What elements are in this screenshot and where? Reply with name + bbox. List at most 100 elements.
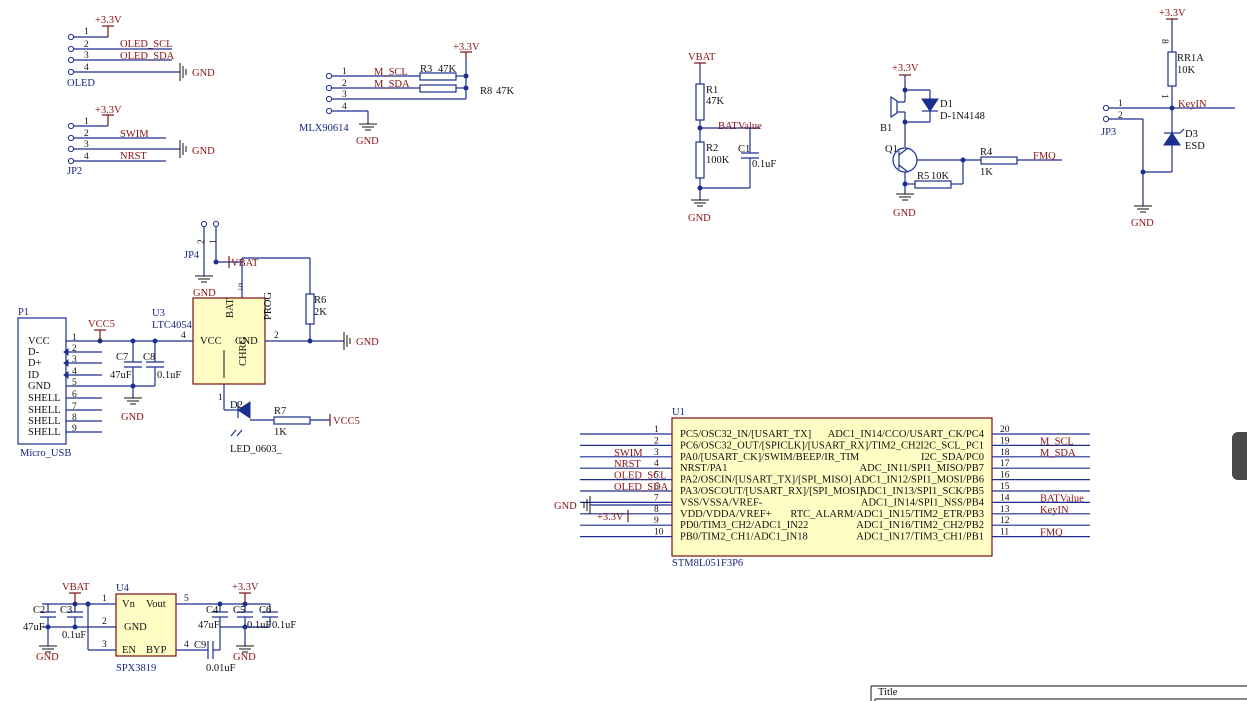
oled-pin-4: 4	[84, 63, 89, 73]
mcu-right-pin-number: 17	[1000, 459, 1010, 469]
u3-value: LTC4054	[152, 320, 193, 331]
mcu-left-pin-number: 4	[654, 459, 659, 469]
u3-pin-bat: BAT	[225, 298, 236, 318]
mcu-right-pin-name: RTC_ALARM/ADC1_IN15/TIM2_ETR/PB3	[790, 509, 984, 520]
key-power-net: +3.3V	[1159, 8, 1186, 19]
mcu-right-pin-number: 19	[1000, 436, 1010, 446]
c4-ref: C4	[206, 605, 219, 616]
jp2-connector: 1 2 3 4 +3.3V SWIM NRST GND JP2	[67, 105, 215, 177]
jp4-vbat-net: VBAT	[231, 258, 259, 269]
mcu-right-pin-number: 13	[1000, 505, 1010, 515]
mcu-left-pin-number: 6	[654, 482, 659, 492]
mcu-left-pin-number: 3	[654, 448, 659, 458]
p1-body	[17, 317, 67, 445]
buzzer-fmq-net: FMQ	[1033, 151, 1056, 162]
rr1a-resistor	[1167, 51, 1177, 87]
reg-gnd-left-net: GND	[36, 652, 59, 663]
p1-pin-number: 3	[72, 355, 77, 365]
jp3-pin-2: 2	[1118, 111, 1123, 121]
mcu-left-pin-name: PC6/OSC32_OUT/[SPICLK]/[USART_RX]/TIM2_C…	[680, 440, 921, 451]
mlx-pin-2: 2	[342, 79, 347, 89]
u3-chip	[192, 297, 266, 385]
c3-ref: C3	[60, 605, 72, 616]
p1-pin-number: 8	[72, 413, 77, 423]
jp2-ref: JP2	[67, 166, 82, 177]
d2-led	[237, 401, 251, 419]
r2-value: 100K	[706, 155, 730, 166]
mlx-ref: MLX90614	[299, 123, 349, 134]
mcu-left-pin-net: NRST	[614, 459, 641, 470]
buzzer-gnd-net: GND	[893, 208, 916, 219]
p1-pin-number: 4	[72, 367, 77, 377]
p1-pin-number: 1	[72, 333, 77, 343]
c2-value: 47uF	[23, 622, 45, 633]
d2-value: LED_0603_	[230, 444, 283, 455]
q1-ref: Q1	[885, 144, 898, 155]
jp3-pin-1: 1	[1118, 99, 1123, 109]
jp4-ref: JP4	[184, 250, 200, 261]
mcu-left-pin-name: PC5/OSC32_IN/[USART_TX]	[680, 429, 811, 440]
oled-pin-1: 1	[84, 27, 89, 37]
title-label: Title	[878, 687, 898, 698]
c5-value: 0.1uF	[247, 620, 271, 631]
u3-pin-vcc: VCC	[200, 336, 222, 347]
u3-pin-gnd-num: 2	[274, 331, 279, 341]
c9-ref: C9	[194, 640, 206, 651]
u3-pin-prog: PROG	[263, 292, 274, 320]
mcu-left-pin-name: VSS/VSSA/VREF-	[680, 497, 763, 508]
r6-resistor	[305, 293, 315, 325]
r1-resistor	[695, 83, 705, 121]
c9-value: 0.01uF	[206, 663, 236, 674]
p1-pin-number: 2	[72, 344, 77, 354]
mcu-left-pin-name: NRST/PA1	[680, 463, 727, 474]
r2-ref: R2	[706, 143, 718, 154]
jp4-pin-1: 1	[209, 239, 219, 244]
d3-diode	[1163, 132, 1181, 146]
u1-chip	[671, 417, 993, 557]
u4-ref: U4	[116, 583, 130, 594]
mcu-left-pin-number: 8	[654, 505, 659, 515]
u4-pin-3-num: 3	[102, 640, 107, 650]
mcu-right-pin-number: 20	[1000, 425, 1010, 435]
u4-pin-vn: Vn	[122, 599, 136, 610]
r5-ref: R5	[917, 171, 929, 182]
oled-connector: 1 2 3 4 +3.3V OLED_SCL OLED_SDA GND OLED	[67, 15, 215, 89]
buzzer-b1	[890, 95, 898, 119]
mcu-right-pin-number: 14	[1000, 493, 1010, 503]
mcu-left-pin-net: OLED_SDA	[614, 482, 669, 493]
mcu-left-pin-name: PD0/TIM3_CH2/ADC1_IN22	[680, 520, 808, 531]
mcu-right-pin-number: 15	[1000, 482, 1010, 492]
p1-pin-name: D+	[28, 358, 42, 369]
mcu-left-pin-net: OLED_SCL	[614, 471, 667, 482]
c1-value: 0.1uF	[752, 159, 776, 170]
r4-resistor	[980, 156, 1018, 165]
side-panel-tab[interactable]	[1232, 432, 1247, 480]
mcu-left-pin-number: 9	[654, 516, 659, 526]
mcu-left-pin-number: 10	[654, 528, 664, 538]
mcu-right-pin-net: M_SDA	[1040, 448, 1076, 459]
charger-section: 5 R6 2K BAT PROG VCC GND CHRG U3 LTC4054…	[152, 257, 379, 455]
charger-gnd-net: GND	[356, 337, 379, 348]
r7-resistor	[273, 416, 311, 425]
u4-chip	[115, 593, 177, 657]
mcu-left-pin-number: 1	[654, 425, 659, 435]
r8-ref: R8	[480, 86, 492, 97]
c8-value: 0.1uF	[157, 370, 181, 381]
buzzer-power-net: +3.3V	[892, 63, 919, 74]
mcu-right-pin-number: 16	[1000, 471, 1010, 481]
c3-value: 0.1uF	[62, 630, 86, 641]
mcu-left-pin-name: PB0/TIM2_CH1/ADC1_IN18	[680, 532, 808, 543]
mcu-right-pins: 20ADC1_IN14/CCO/USART_CK/PC419I2C_SCL_PC…	[790, 425, 1090, 543]
u3-pin-bat-num: 5	[238, 283, 243, 293]
key-keyin-net: KeyIN	[1178, 99, 1207, 110]
c8-ref: C8	[143, 352, 155, 363]
mlx-power-net: +3.3V	[453, 42, 480, 53]
mcu-right-pin-name: I2C_SDA/PC0	[921, 452, 984, 463]
mcu-left-pin-number: 5	[654, 471, 659, 481]
key-gnd-net: GND	[1131, 218, 1154, 229]
jp2-pin-2: 2	[84, 129, 89, 139]
rr1a-value: 10K	[1177, 65, 1196, 76]
